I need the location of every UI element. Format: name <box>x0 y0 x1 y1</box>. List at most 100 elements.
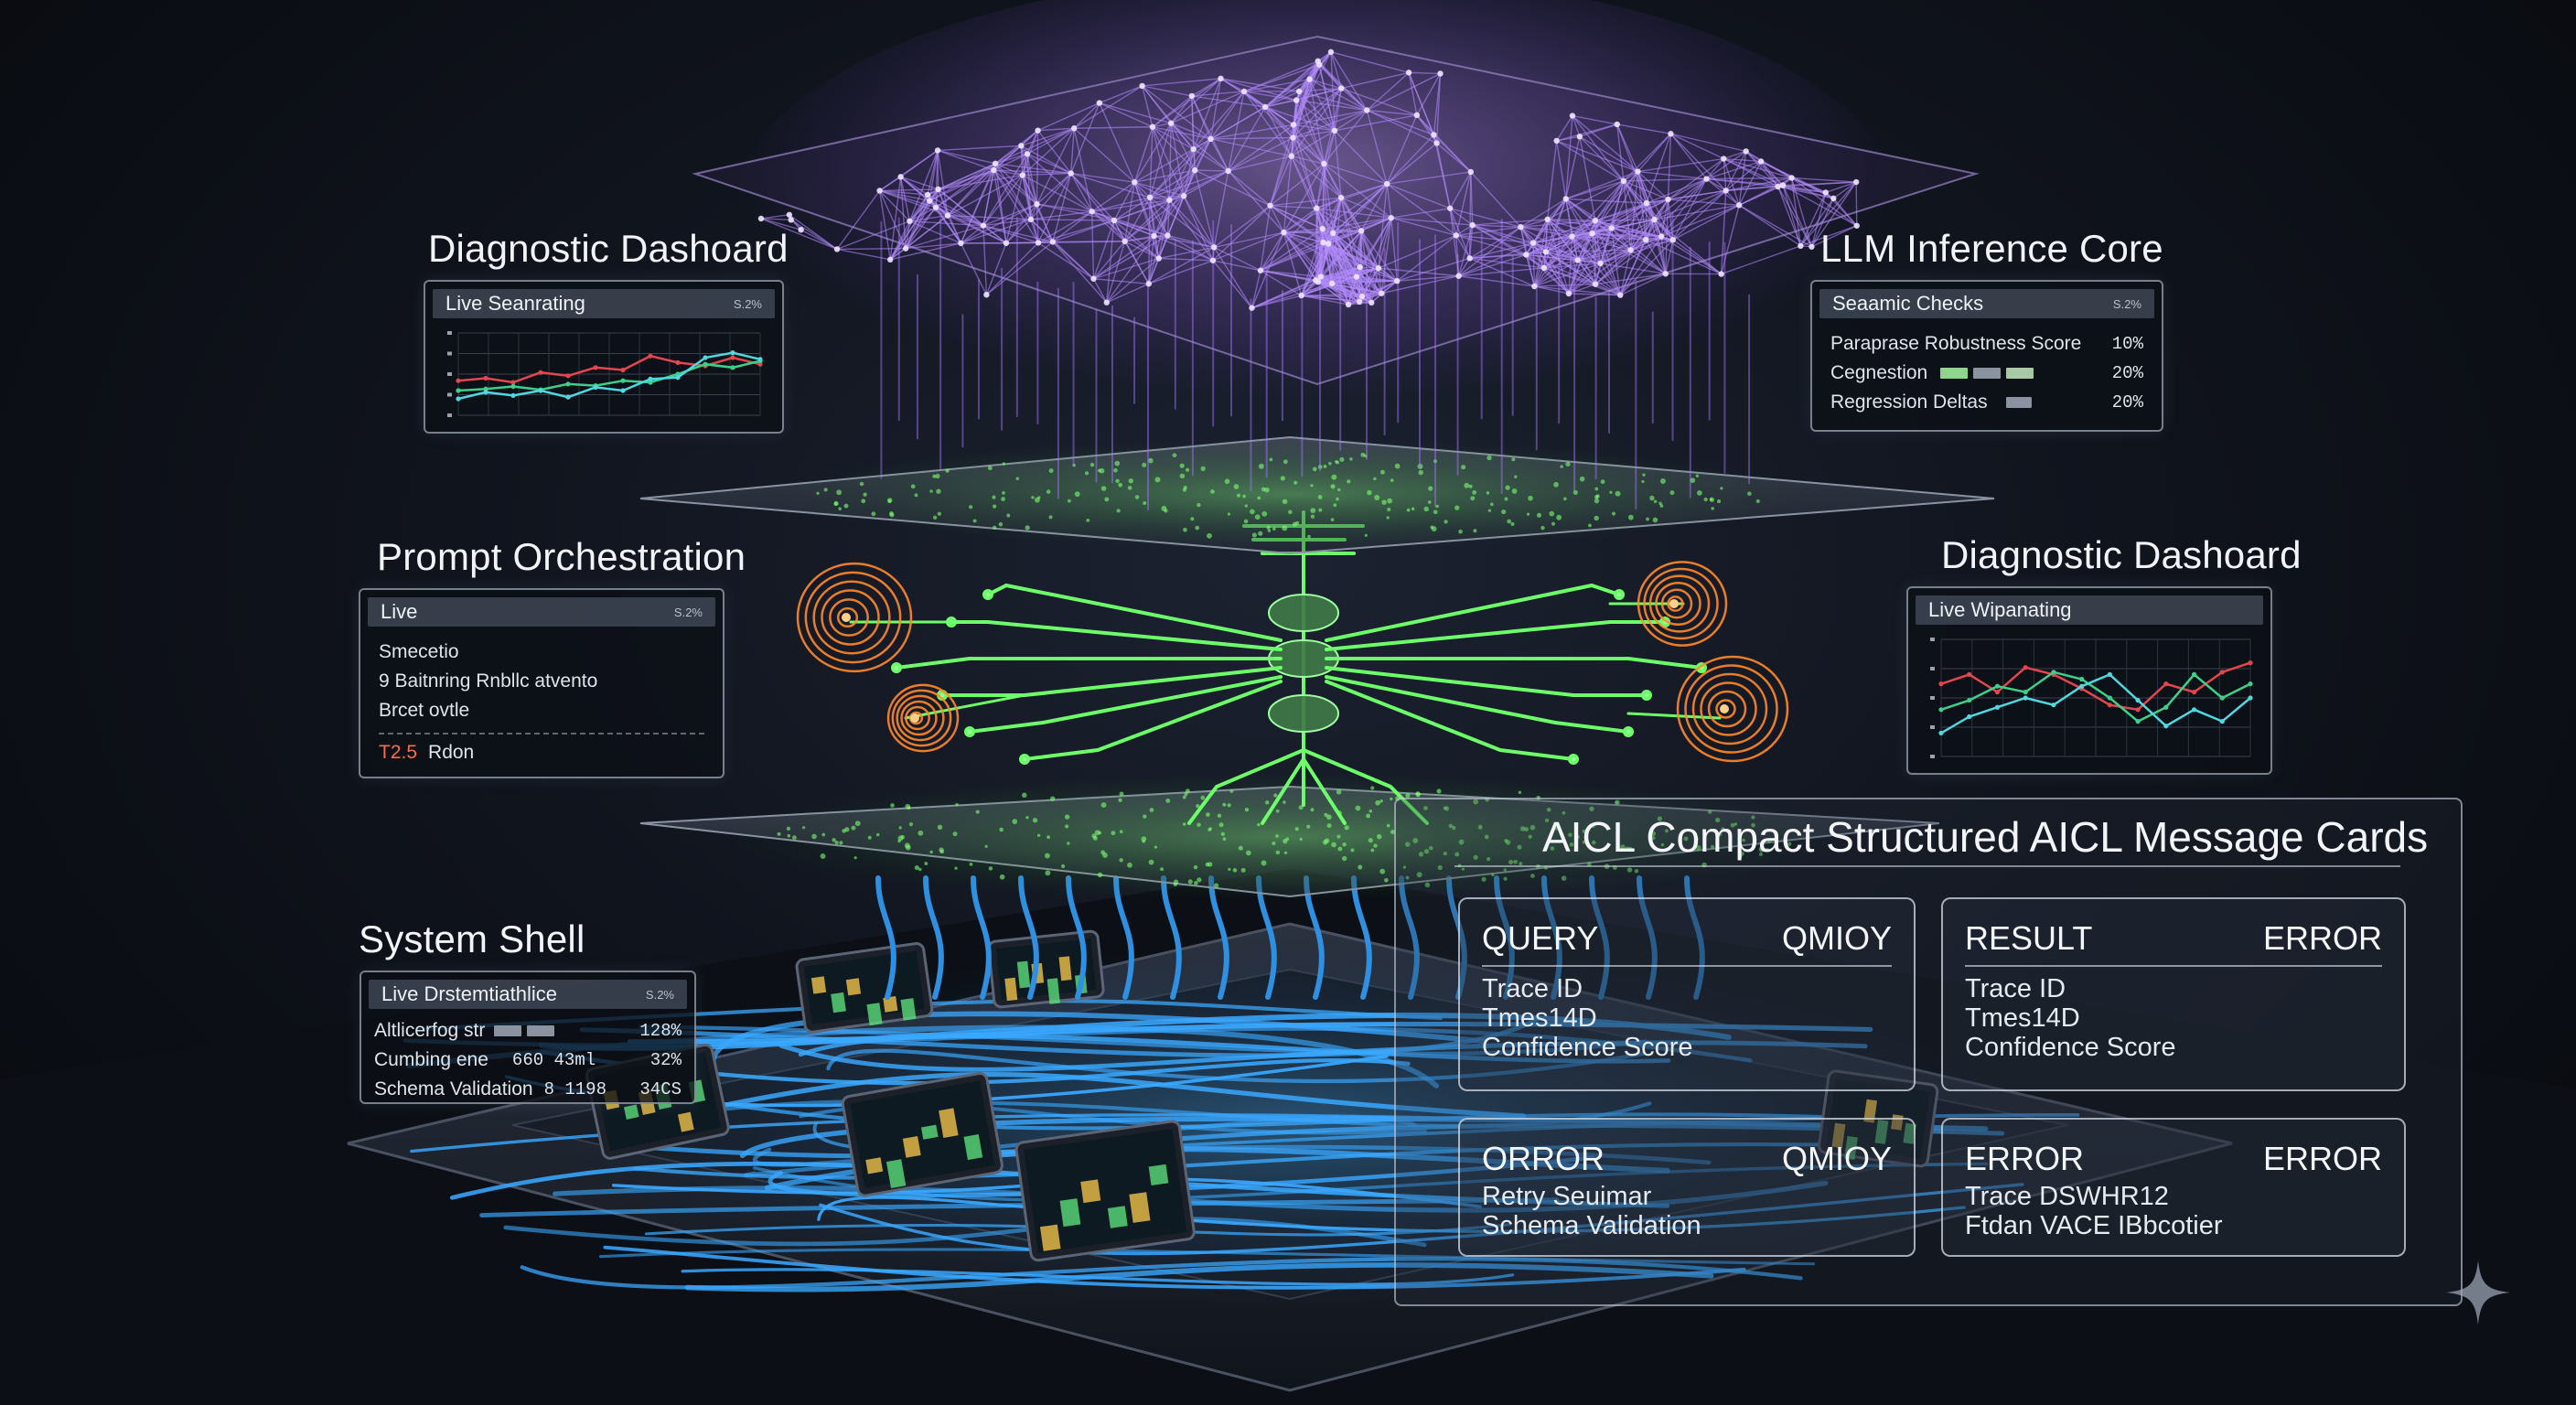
speckle <box>1683 836 1689 842</box>
neural-edge <box>1270 163 1325 207</box>
neural-edge <box>1533 236 1573 287</box>
speckle <box>1464 482 1470 488</box>
neural-node <box>1662 271 1669 277</box>
card-line: Trace DSWHR12 <box>1965 1182 2169 1211</box>
neural-node <box>1281 229 1287 236</box>
speckle <box>839 841 843 845</box>
message-card-error[interactable]: ERROR ERROR Trace DSWHR12 Ftdan VACE IBb… <box>1941 1118 2406 1257</box>
speckle <box>1298 805 1304 810</box>
data-point <box>565 381 571 387</box>
neural-edge <box>1320 276 1349 306</box>
monitor-bar <box>623 1104 639 1120</box>
neural-edge <box>1070 172 1135 183</box>
speckle <box>842 829 846 833</box>
neural-edge <box>1810 198 1834 248</box>
panel-header-tag: S.2% <box>645 987 674 1002</box>
speckle <box>1001 497 1005 501</box>
neural-edge <box>1243 91 1297 102</box>
data-point <box>538 388 543 393</box>
speckle <box>1600 479 1605 485</box>
neural-edge <box>1093 235 1154 280</box>
speckle <box>954 866 958 870</box>
neural-edge <box>1455 234 1527 256</box>
speckle <box>1310 808 1315 812</box>
neural-edge <box>1455 171 1472 236</box>
shell-label: Cumbing ene <box>374 1049 488 1070</box>
neural-node <box>1210 244 1218 251</box>
speckle <box>1594 498 1600 504</box>
neural-node <box>1218 75 1224 82</box>
circuit-node <box>1641 690 1652 701</box>
neural-edge <box>1317 267 1379 283</box>
neural-edge <box>1152 123 1172 128</box>
neural-edge <box>1195 169 1229 172</box>
data-point <box>1994 704 2001 710</box>
speckle <box>1165 798 1171 803</box>
speckle <box>1560 465 1563 468</box>
speckle <box>1184 792 1188 797</box>
speckle <box>1002 490 1005 495</box>
speckle <box>1288 509 1293 515</box>
neural-edge <box>1250 231 1285 308</box>
connector-cable <box>971 875 992 1000</box>
neural-node <box>1314 205 1320 211</box>
neural-edge <box>760 218 838 251</box>
monitor-bar <box>1903 1122 1916 1144</box>
neural-edge <box>1334 114 1417 132</box>
neural-edge <box>1133 181 1169 236</box>
neural-edge <box>1745 150 1762 163</box>
speckle <box>1160 867 1164 872</box>
data-point <box>2135 707 2141 713</box>
neural-edge <box>1295 100 1326 165</box>
data-point <box>2107 702 2112 708</box>
circuit-node <box>964 726 975 737</box>
speckle <box>1530 874 1535 878</box>
orange-ring <box>900 700 938 736</box>
data-point <box>2023 695 2028 701</box>
prompt-row: Smecetio <box>379 641 459 662</box>
neural-edge <box>1565 170 1638 200</box>
neural-node <box>1298 292 1304 299</box>
neural-edge <box>1670 133 1746 153</box>
neural-node <box>1853 222 1860 229</box>
neural-edge <box>1052 241 1108 304</box>
speckle <box>1100 486 1107 491</box>
neural-edge <box>1170 78 1222 124</box>
neural-node <box>1208 135 1214 143</box>
message-card-result[interactable]: RESULT ERROR Trace ID Tmes14D Confidence… <box>1941 897 2406 1091</box>
speckle <box>1368 838 1373 843</box>
neural-edge <box>879 176 901 192</box>
neural-edge <box>993 153 1028 171</box>
neural-edge <box>1777 186 1813 248</box>
message-card-orror[interactable]: ORROR QMIOY Retry Seuimar Schema Validat… <box>1458 1118 1916 1257</box>
neural-edge <box>1123 182 1135 241</box>
speckle <box>1310 508 1316 513</box>
speckle <box>1037 496 1041 499</box>
neural-node <box>1353 273 1360 280</box>
neural-edge <box>1149 197 1170 201</box>
neural-edge <box>1133 126 1154 183</box>
neural-edge <box>1738 204 1801 247</box>
speckle <box>1412 838 1419 843</box>
neural-node <box>1809 243 1815 250</box>
neural-edge <box>1472 219 1548 226</box>
speckle <box>968 505 973 509</box>
neural-edge <box>1298 91 1326 165</box>
speckle <box>1646 517 1649 521</box>
neural-edge <box>935 169 994 209</box>
card-type: ORROR <box>1482 1140 1605 1177</box>
speckle <box>1549 510 1555 517</box>
speckle <box>1710 844 1715 850</box>
message-card-query[interactable]: QUERY QMIOY Trace ID Tmes14D Confidence … <box>1458 897 1916 1091</box>
speckle <box>834 841 839 845</box>
data-point <box>593 384 598 390</box>
card-body: Retry Seuimar Schema Validation <box>1460 1182 1914 1240</box>
neural-edge <box>1316 197 1342 209</box>
neural-node <box>1431 132 1437 138</box>
speckle <box>1214 883 1219 888</box>
speckle <box>1653 499 1658 504</box>
speckle <box>833 501 838 506</box>
blue-cable <box>684 1262 1714 1292</box>
circuit-node <box>982 589 993 600</box>
neural-node <box>1035 240 1042 246</box>
